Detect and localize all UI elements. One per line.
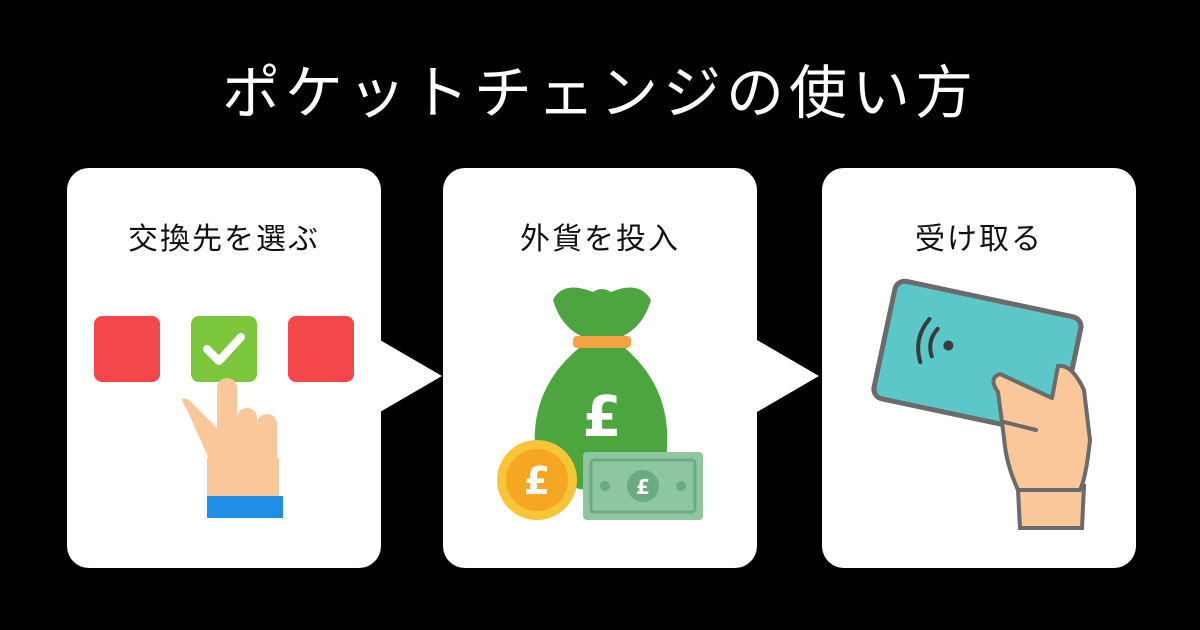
step-label-select: 交換先を選ぶ	[128, 222, 320, 257]
step-panel-insert: 外貨を投入 £ £ £	[443, 168, 757, 568]
arrow-right-icon	[757, 340, 819, 412]
step-panel-select: 交換先を選ぶ	[67, 168, 381, 568]
option-red-left	[94, 316, 160, 382]
page-title: ポケットチェンジの使い方	[221, 59, 978, 127]
option-green-selected	[191, 316, 257, 382]
card-in-hand-icon	[871, 278, 1092, 530]
arrow-right-icon	[380, 340, 442, 412]
contactless-dot	[943, 340, 954, 351]
hand	[991, 363, 1092, 492]
select-currency-icon	[94, 316, 354, 518]
money-bag-pound-icon: £ £ £	[497, 287, 703, 520]
checkmark-icon	[203, 333, 245, 365]
pointing-hand-icon	[182, 378, 283, 518]
bag-top	[553, 287, 651, 338]
sleeve-cuff	[207, 496, 283, 518]
step-label-insert: 外貨を投入	[520, 222, 680, 257]
step-label-receive: 受け取る	[915, 222, 1043, 257]
step-panel-receive: 受け取る	[822, 168, 1136, 568]
pound-sign-note: £	[636, 475, 650, 499]
bag-tie	[573, 336, 631, 348]
option-red-right	[288, 316, 354, 382]
pound-sign-bag: £	[583, 385, 622, 450]
pound-sign-coin: £	[524, 459, 550, 503]
wrist	[1015, 483, 1087, 530]
